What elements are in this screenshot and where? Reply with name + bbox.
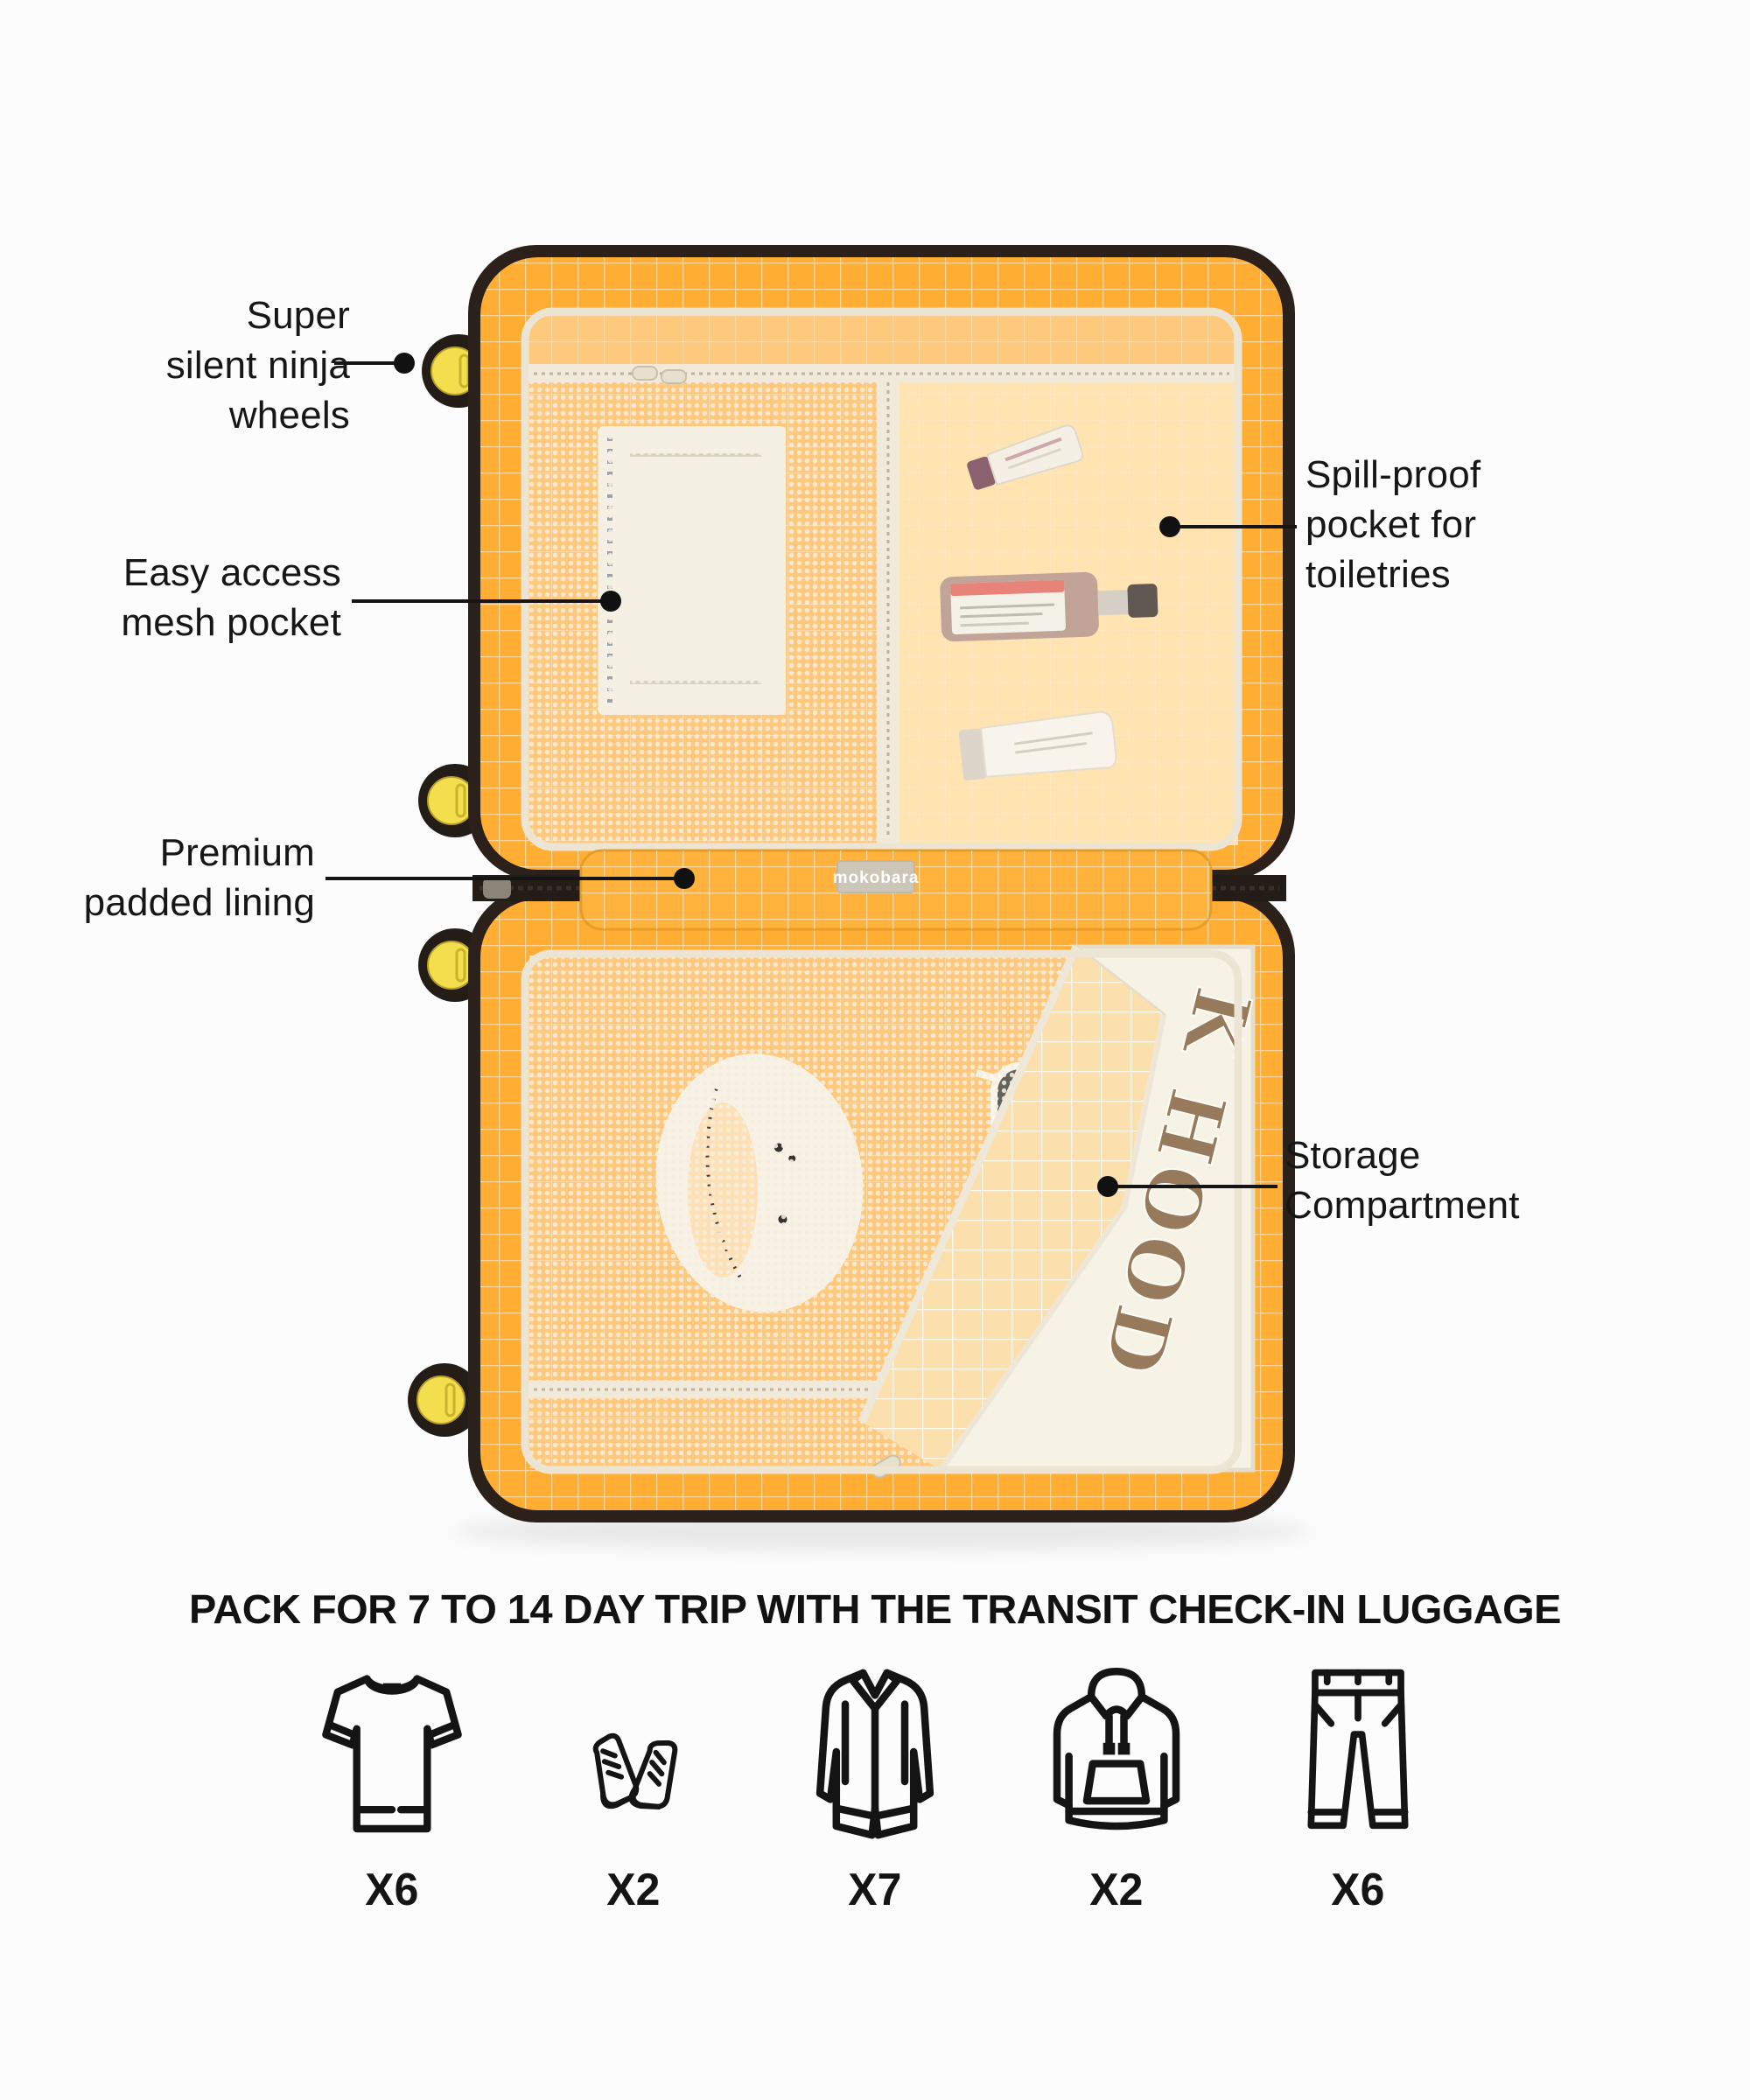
- callout-mesh-line: [352, 599, 606, 603]
- packing-item-shirt: X7: [798, 1659, 952, 1916]
- callout-storage-label: Storage Compartment: [1284, 1134, 1520, 1227]
- packing-item-hoodie: X2: [1040, 1659, 1194, 1916]
- shirt-qty: X7: [848, 1865, 902, 1915]
- shirt-icon: [801, 1659, 949, 1841]
- toiletry-tube-small: [967, 424, 1084, 490]
- hoodie-icon: [1042, 1659, 1191, 1841]
- callout-lining-label: Premium padded lining: [83, 831, 315, 924]
- lower-shell: K HOOD: [468, 887, 1295, 1522]
- top-zipper: [525, 364, 1238, 384]
- callout-spill-dot: [1159, 516, 1180, 537]
- callout-storage-line: [1111, 1185, 1278, 1188]
- callout-wheels-label: Super silent ninja wheels: [165, 294, 350, 437]
- sneakers-icon: [581, 1659, 686, 1841]
- packing-item-sneakers: X2: [556, 1659, 710, 1916]
- packing-heading: PACK FOR 7 TO 14 DAY TRIP WITH THE TRANS…: [189, 1586, 1561, 1632]
- tshirt-icon: [318, 1659, 466, 1841]
- brand-label-text: mokobara: [833, 869, 920, 887]
- callout-mesh-label: Easy access mesh pocket: [121, 551, 341, 644]
- callout-spill-line: [1172, 525, 1297, 528]
- wheel-bottom-left-icon: [408, 1363, 481, 1437]
- hoodie-qty: X2: [1089, 1865, 1144, 1915]
- callout-spill-label: Spill-proof pocket for toiletries: [1306, 453, 1481, 596]
- packing-items-row: X6 X2: [0, 1659, 1750, 1916]
- sneakers-qty: X2: [606, 1865, 661, 1915]
- packing-item-pants: X6: [1281, 1659, 1435, 1916]
- callout-storage-dot: [1097, 1176, 1118, 1197]
- callout-lining-line: [326, 877, 677, 880]
- divider-zipper: [877, 374, 900, 847]
- spill-proof-pocket: [900, 382, 1238, 845]
- callout-wheels-line: [334, 361, 401, 365]
- brand-label-patch: [836, 860, 915, 893]
- packing-item-tshirt: X6: [315, 1659, 469, 1916]
- pants-icon: [1298, 1659, 1418, 1841]
- toiletry-pump-bottle: [940, 571, 1158, 642]
- callout-lining-dot: [674, 868, 695, 889]
- mesh-pocket: [527, 382, 877, 845]
- upper-shell: [468, 245, 1295, 880]
- callout-wheels-dot: [394, 353, 415, 374]
- pants-qty: X6: [1331, 1865, 1385, 1915]
- main-zipper-pull: [483, 878, 511, 899]
- callout-mesh-dot: [600, 591, 621, 612]
- toiletry-tube-white: [958, 710, 1117, 781]
- tshirt-qty: X6: [365, 1865, 419, 1915]
- padded-lining-strap: mokobara: [579, 849, 1213, 931]
